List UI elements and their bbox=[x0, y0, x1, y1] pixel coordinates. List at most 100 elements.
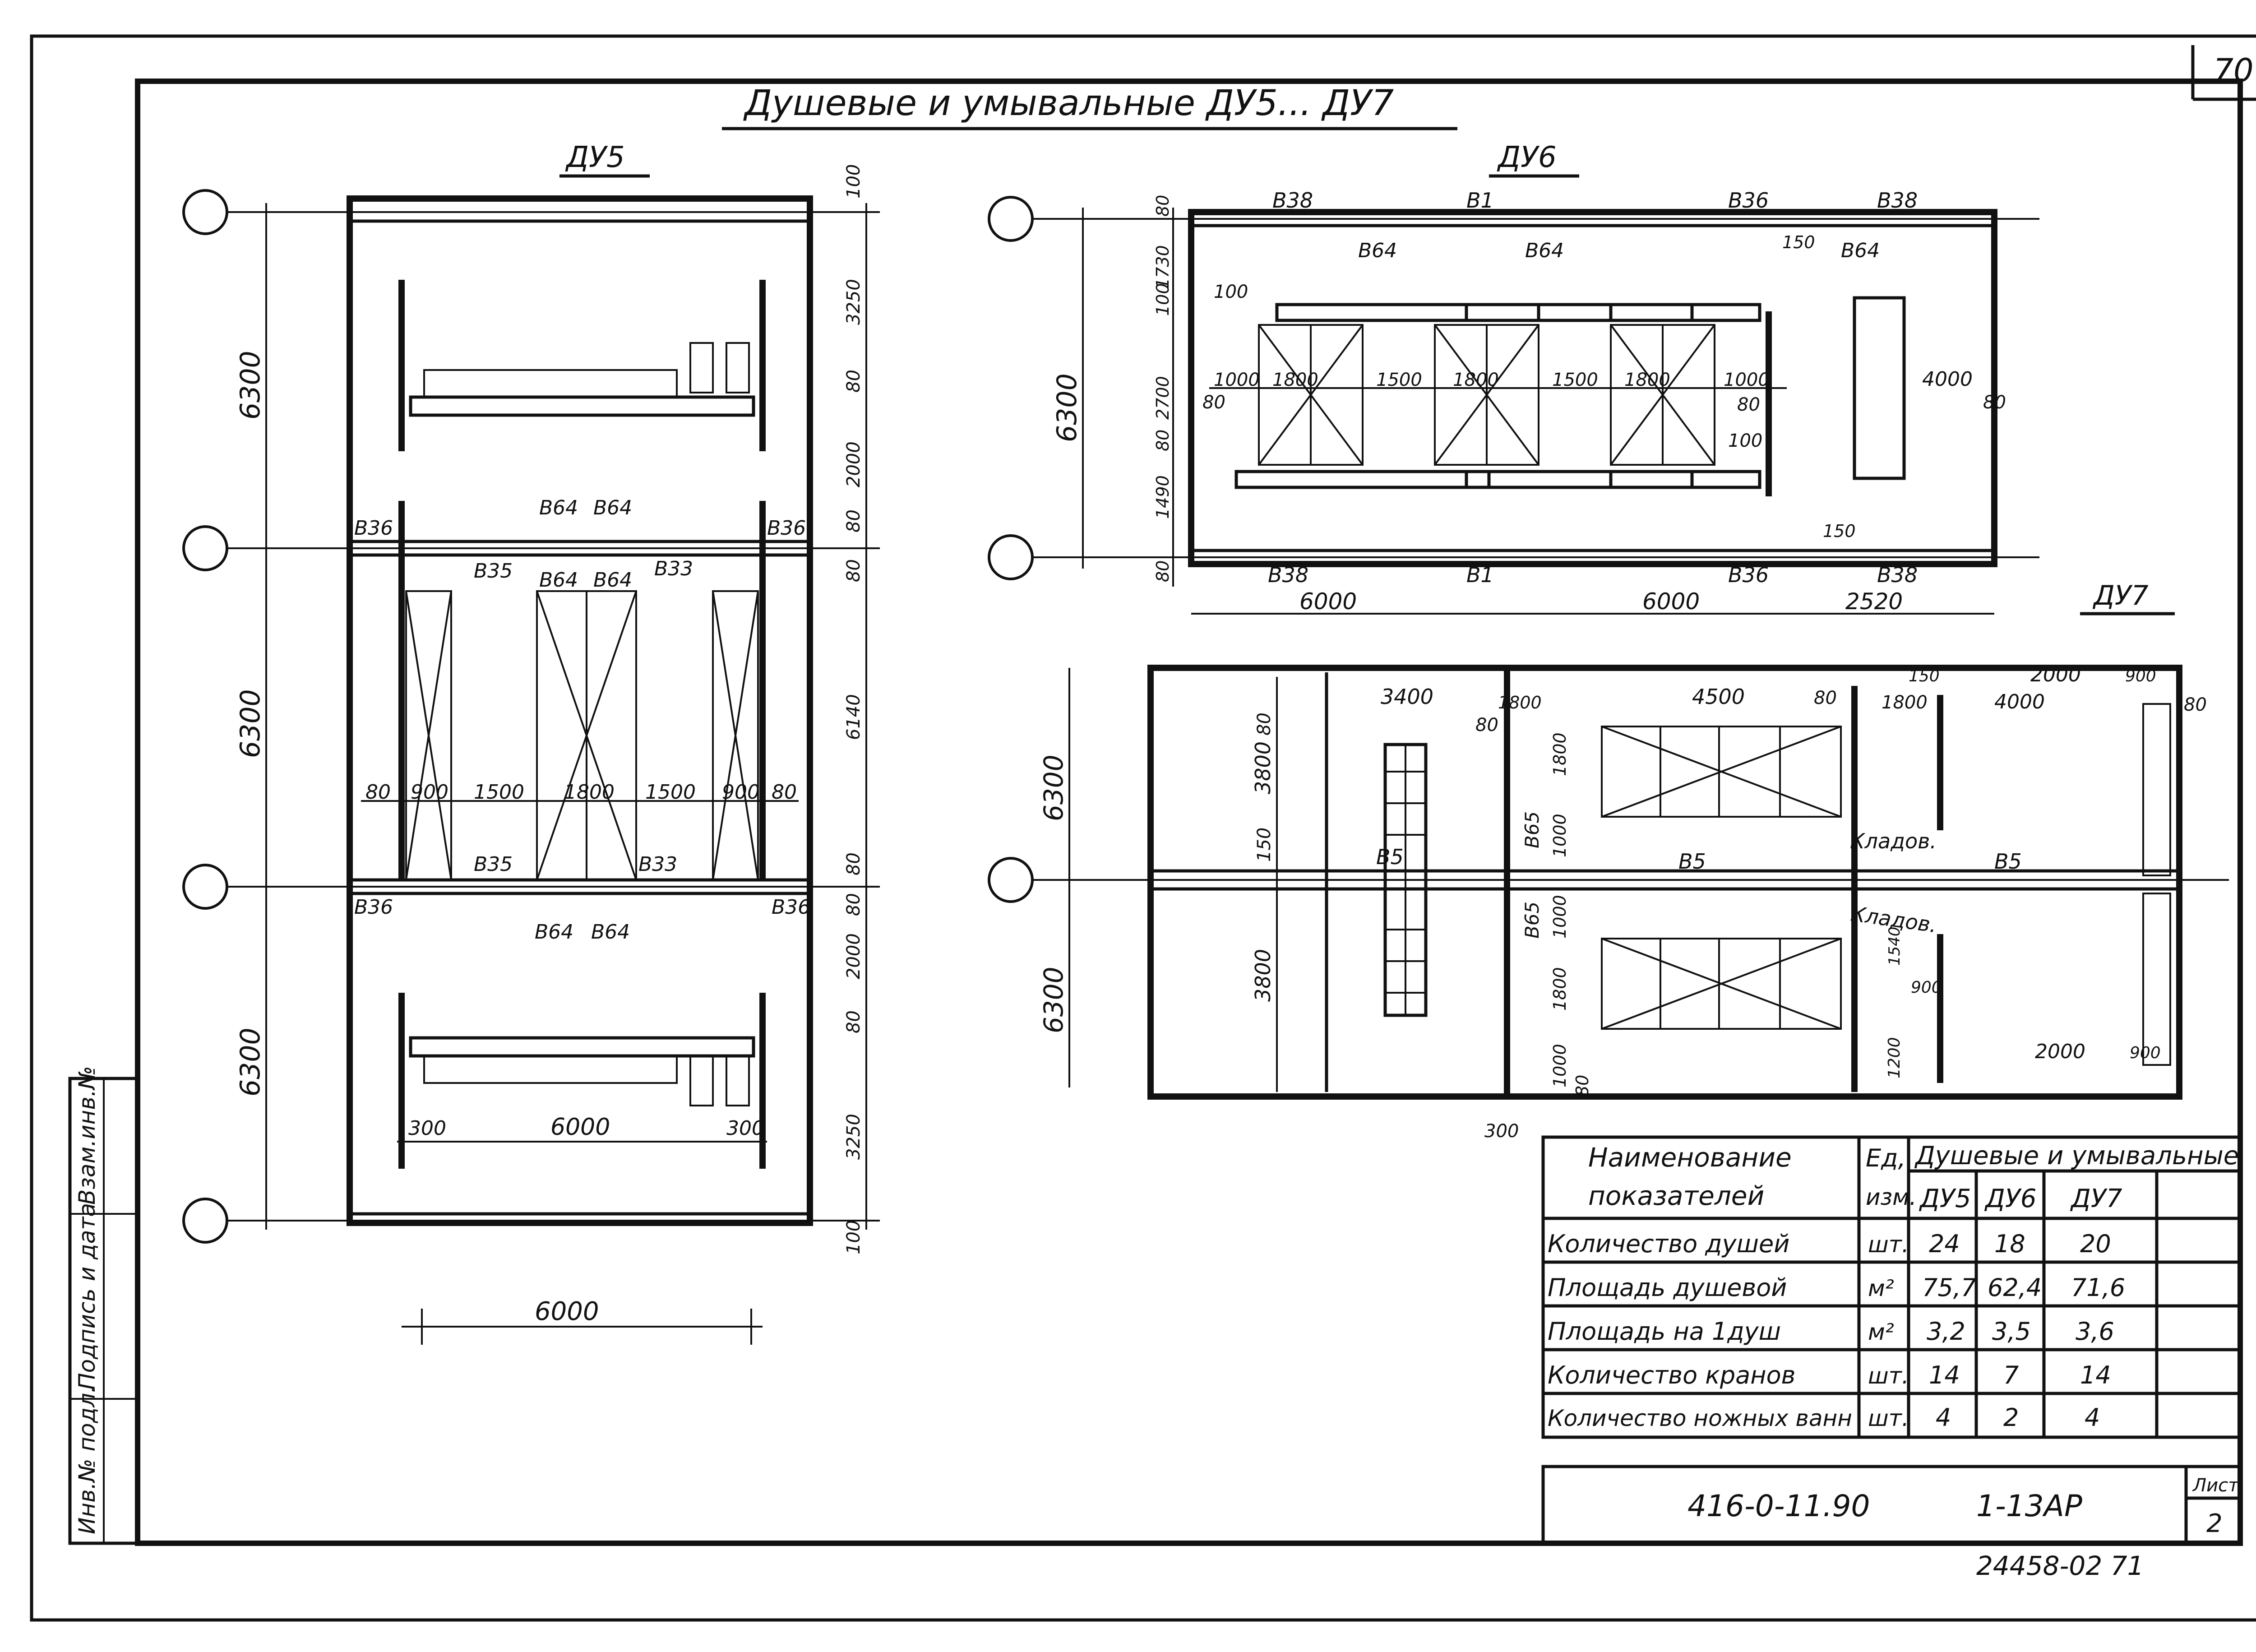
title-block: 416-0-11.90 1-13АР Лист 2 bbox=[1541, 1465, 2242, 1545]
table-row-unit: м² bbox=[1868, 1275, 1894, 1301]
table-cell: 3,6 bbox=[2076, 1317, 2114, 1346]
du5-dim: 80 bbox=[843, 370, 864, 393]
table-header-unit: Ед, bbox=[1866, 1144, 1906, 1172]
du6-mark: В1 bbox=[1466, 563, 1494, 587]
du7-dim: 900 bbox=[2130, 1044, 2161, 1062]
du6-dim: 1500 bbox=[1552, 370, 1598, 390]
du6-mark: В36 bbox=[1728, 188, 1769, 213]
du6-mark: В38 bbox=[1877, 563, 1918, 587]
table-row-unit: м² bbox=[1868, 1319, 1894, 1345]
du7-room: Кладов. bbox=[1850, 829, 1937, 853]
du7-dim: 80 bbox=[1572, 1075, 1592, 1097]
du5-mark: В36 bbox=[767, 517, 806, 540]
du6-mark: В64 bbox=[1525, 239, 1564, 262]
du5-dim: 80 bbox=[843, 852, 864, 875]
du6-dim: 100 bbox=[1214, 282, 1248, 302]
du7-dim: 1800 bbox=[1882, 692, 1928, 713]
table-row-name: Количество кранов bbox=[1548, 1361, 1795, 1389]
grid-bubble bbox=[182, 864, 228, 910]
table-row-name: Площадь душевой bbox=[1548, 1273, 1787, 1302]
du7-dim: 80 bbox=[1475, 715, 1498, 736]
du7-mark: В5 bbox=[1678, 849, 1706, 874]
du6-dim: 4000 bbox=[1922, 368, 1973, 391]
du7-dim: 1000 bbox=[1550, 1044, 1570, 1087]
du5-dim: 1500 bbox=[474, 781, 524, 804]
du6-dim: 1800 bbox=[1453, 370, 1499, 390]
du5-dim: 1800 bbox=[564, 781, 615, 804]
table-cell: 71,6 bbox=[2071, 1273, 2125, 1302]
du5-mark: В64 bbox=[535, 921, 573, 944]
grid-bubble bbox=[182, 189, 228, 235]
du6-mark: В38 bbox=[1272, 188, 1313, 213]
du6-dim: 1800 bbox=[1624, 370, 1670, 390]
du7-dim: 80 bbox=[2184, 694, 2207, 715]
table-cell: 14 bbox=[1929, 1361, 1960, 1389]
corner-number: 70 bbox=[2213, 52, 2253, 89]
du6-dim: 80 bbox=[1737, 394, 1760, 415]
du5-dim: 6300 bbox=[235, 689, 266, 758]
du6-dim: 150 bbox=[1823, 521, 1856, 541]
du6-dim: 1500 bbox=[1376, 370, 1422, 390]
du6-dim: 1490 bbox=[1153, 475, 1173, 519]
sheet-code: 1-13АР bbox=[1976, 1489, 2082, 1523]
table-cell: 2 bbox=[2003, 1403, 2019, 1432]
du6-dim: 6300 bbox=[1051, 373, 1083, 442]
table-row-unit: шт. bbox=[1868, 1363, 1909, 1389]
table-row-name: Количество ножных ванн bbox=[1548, 1405, 1852, 1431]
du5-mark: В64 bbox=[591, 921, 630, 944]
table-col-du5: ДУ5 bbox=[1919, 1184, 1971, 1213]
du5-dim: 3250 bbox=[843, 279, 864, 325]
du7-dim: 3400 bbox=[1381, 685, 1433, 709]
du5-dim: 6000 bbox=[535, 1297, 599, 1326]
du7-dim: 4000 bbox=[1994, 690, 2045, 713]
du5-mark: В36 bbox=[354, 517, 393, 540]
bottom-code: 24458-02 71 bbox=[1976, 1550, 2144, 1581]
du5-mark: В64 bbox=[539, 496, 578, 519]
du7-dim: 80 bbox=[1254, 713, 1275, 736]
outer-frame bbox=[30, 34, 2256, 1622]
du7-dim: 80 bbox=[1814, 688, 1837, 708]
du7-dim: 1800 bbox=[1550, 967, 1570, 1011]
table-cell: 14 bbox=[2080, 1361, 2111, 1389]
du6-dim: 80 bbox=[1153, 430, 1173, 451]
du6-dim: 80 bbox=[1153, 560, 1173, 582]
du5-dim: 80 bbox=[843, 509, 864, 532]
du5-mark: В35 bbox=[474, 853, 513, 876]
du5-mark: В64 bbox=[539, 569, 578, 592]
du5-dim: 1500 bbox=[645, 781, 696, 804]
table-cell: 18 bbox=[1994, 1230, 2025, 1258]
du5-dim: 6300 bbox=[235, 1027, 266, 1097]
table-cell: 4 bbox=[1936, 1403, 1951, 1432]
indicator-table: Наименование показателей Ед, изм. Душевы… bbox=[1541, 1135, 2242, 1439]
du7-dim: 900 bbox=[1911, 978, 1942, 997]
du7-mark: В5 bbox=[1994, 849, 2022, 874]
du6-dim: 80 bbox=[1202, 392, 1225, 413]
grid-bubble bbox=[182, 1198, 228, 1244]
table-cell: 20 bbox=[2080, 1230, 2111, 1258]
grid-bubble bbox=[988, 857, 1034, 903]
du7-dim: 2000 bbox=[2030, 663, 2081, 686]
du7-label: ДУ7 bbox=[2092, 580, 2149, 611]
du7-dim: 150 bbox=[1254, 828, 1275, 862]
du6-dim: 80 bbox=[1983, 392, 2006, 413]
du5-mark: В36 bbox=[772, 896, 810, 919]
doc-code: 416-0-11.90 bbox=[1687, 1489, 1870, 1523]
du6-mark: В36 bbox=[1728, 563, 1769, 587]
inner-frame bbox=[135, 79, 2243, 1546]
du7-dim: 1000 bbox=[1550, 814, 1570, 857]
table-cell: 3,5 bbox=[1992, 1317, 2031, 1346]
du6-dim: 6000 bbox=[1299, 588, 1357, 615]
du5-dim: 6140 bbox=[843, 694, 864, 740]
du6-label: ДУ6 bbox=[1497, 141, 1557, 174]
du6-dim: 1000 bbox=[1214, 370, 1260, 390]
du5-mark: В36 bbox=[354, 896, 393, 919]
du6-dim: 100 bbox=[1728, 430, 1762, 451]
side-stamp-sign: Подпись и дата bbox=[74, 1203, 100, 1390]
du5-dim: 300 bbox=[408, 1117, 446, 1140]
grid-bubble bbox=[988, 534, 1034, 580]
du5-dim: 80 bbox=[365, 781, 391, 804]
du6-dim: 1000 bbox=[1724, 370, 1770, 390]
table-row-name: Количество душей bbox=[1548, 1230, 1789, 1258]
table-header-name: показателей bbox=[1588, 1180, 1764, 1211]
